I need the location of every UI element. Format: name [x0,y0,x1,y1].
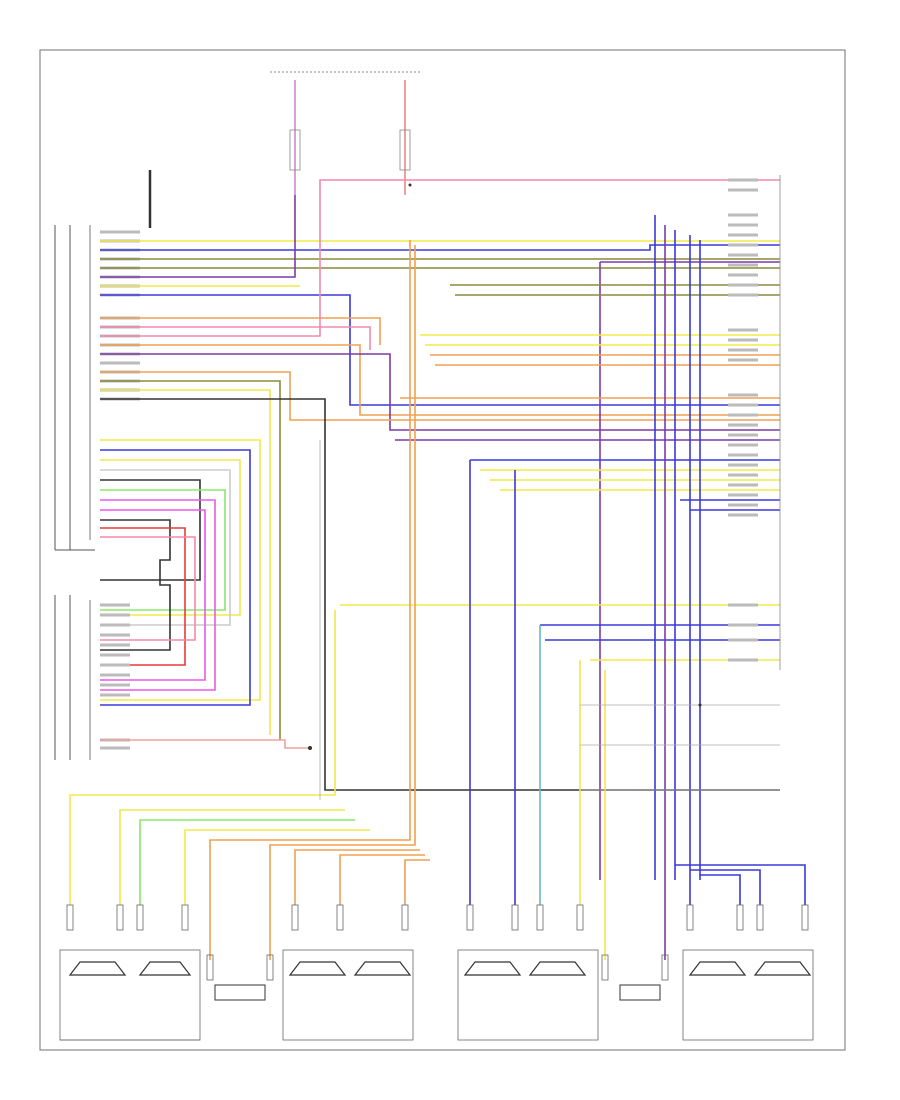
splice-point [698,703,702,707]
right-rear-speakers [682,949,814,1041]
right-door-speaker [619,984,661,1001]
radio-pin-labels [100,230,140,401]
splice-point [408,183,412,187]
left-door-speaker [214,984,266,1001]
speaker-icon [138,961,192,976]
speaker-icon [753,961,812,976]
speaker-icon [288,961,347,976]
speaker-icon [68,961,127,976]
radio-speaker-outputs [100,439,261,706]
cd-changer-pins [100,603,130,750]
radio-harness-upper [100,179,780,791]
right-harness [340,215,780,880]
diagram-frame [39,49,846,1051]
speaker-icon [528,961,587,976]
fuse-top-right [330,71,420,195]
inline-connectors [66,904,809,981]
aux-lines [319,440,780,800]
left-rear-speakers [282,949,414,1041]
front-right-speakers [457,949,599,1041]
speaker-icon [353,961,412,976]
speaker-feeds [69,240,806,960]
speaker-icon [463,961,522,976]
front-left-speakers [59,949,201,1041]
cd-changer-power [100,739,310,749]
right-connector-pins [728,178,758,662]
speaker-icon [688,961,747,976]
cd-changer-module [54,595,91,760]
ground-point [308,746,312,750]
radio-module [54,225,95,551]
fuse-top-left [270,71,330,195]
